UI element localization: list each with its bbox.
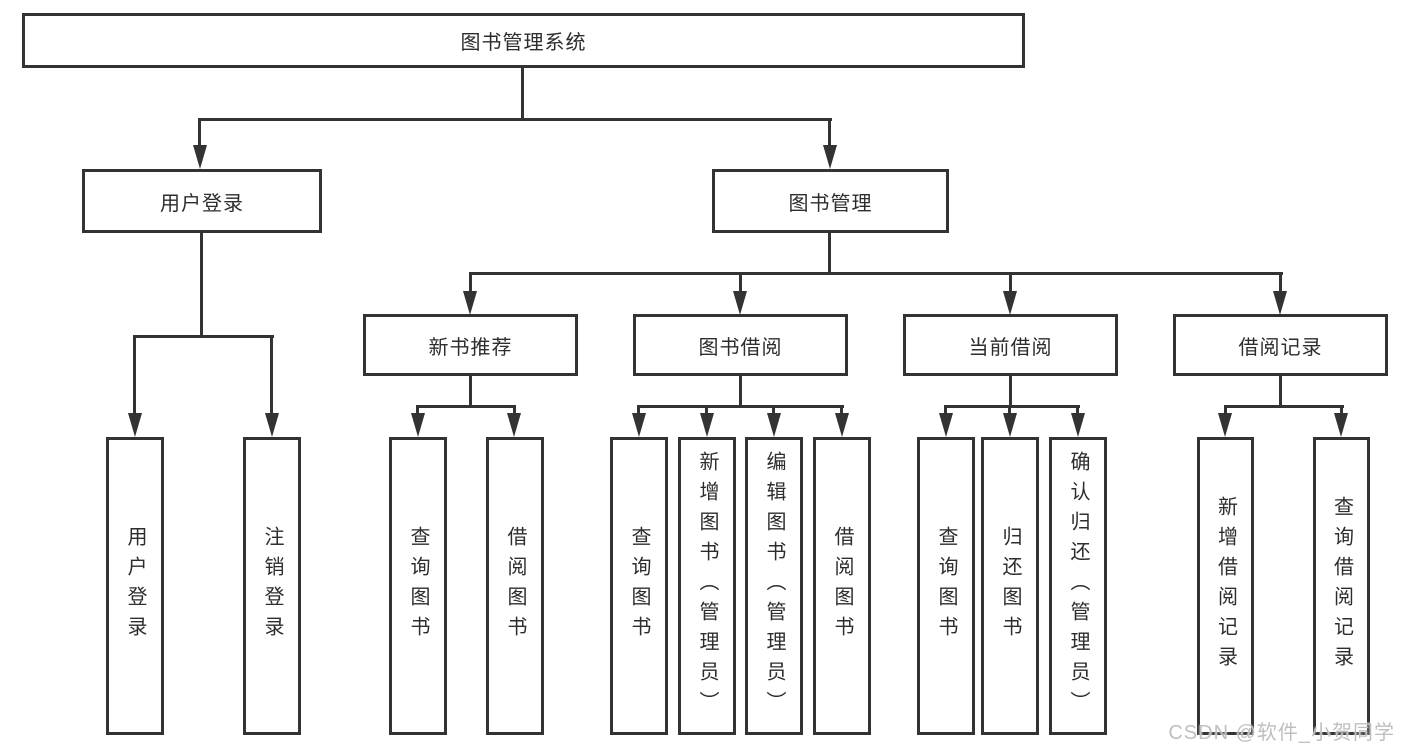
node-book-borrowing: 图书借阅 <box>633 314 848 376</box>
arrow-down-icon <box>767 413 781 437</box>
leaf-borrowing-edit-books-admin: 编辑图书（管理员） <box>745 437 803 735</box>
leaf-records-query-record: 查询借阅记录 <box>1313 437 1370 735</box>
node-new-book-recommend: 新书推荐 <box>363 314 578 376</box>
arrow-down-icon <box>463 291 477 315</box>
connector-leaf-stub <box>1076 405 1079 416</box>
connector-root-drop <box>521 67 524 118</box>
leaf-borrowing-borrow-books: 借阅图书 <box>813 437 871 735</box>
connector-leaf-stub <box>1008 405 1011 416</box>
connector-leaf-stub <box>416 405 419 416</box>
arrow-down-icon <box>1003 413 1017 437</box>
leaf-current-confirm-return-admin: 确认归还（管理员） <box>1049 437 1107 735</box>
connector-leaf-stub <box>513 405 516 416</box>
arrow-down-icon <box>733 291 747 315</box>
leaf-label: 借阅图书 <box>504 526 526 646</box>
node-book-management: 图书管理 <box>712 169 949 233</box>
connector-level3-stub <box>1009 272 1012 293</box>
arrow-down-icon <box>700 413 714 437</box>
arrow-down-icon <box>1273 291 1287 315</box>
leaf-current-query-books: 查询图书 <box>917 437 975 735</box>
arrow-down-icon <box>1218 413 1232 437</box>
arrow-down-icon <box>1334 413 1348 437</box>
leaf-user-login: 用户登录 <box>106 437 164 735</box>
leaf-label: 新增图书（管理员） <box>696 451 718 721</box>
connector-leaf-stub <box>1340 405 1343 416</box>
arrow-down-icon <box>265 413 279 437</box>
connector-leaf-stub <box>772 405 775 416</box>
connector-records-drop <box>1279 376 1282 407</box>
connector-user-login-branch <box>133 335 274 338</box>
leaf-label: 确认归还（管理员） <box>1067 451 1089 721</box>
leaf-label: 用户登录 <box>124 526 146 646</box>
connector-leaf-stub <box>270 335 273 415</box>
arrow-down-icon <box>507 413 521 437</box>
connector-level3-stub <box>1279 272 1282 293</box>
arrow-down-icon <box>128 413 142 437</box>
arrow-down-icon <box>939 413 953 437</box>
connector-level2-branch <box>198 118 832 121</box>
connector-book-mgmt-stub <box>828 118 831 147</box>
node-borrowing-records: 借阅记录 <box>1173 314 1388 376</box>
leaf-label: 查询借阅记录 <box>1330 496 1353 676</box>
leaf-label: 查询图书 <box>935 526 957 646</box>
leaf-label: 注销登录 <box>261 526 283 646</box>
connector-leaf-stub <box>637 405 640 416</box>
connector-level3-stub <box>469 272 472 293</box>
connector-user-login-stub <box>198 118 201 147</box>
connector-leaf-stub <box>1224 405 1227 416</box>
connector-recommend-drop <box>469 376 472 407</box>
leaf-label: 查询图书 <box>407 526 429 646</box>
connector-level3-branch <box>469 272 1283 275</box>
leaf-recommend-borrow-books: 借阅图书 <box>486 437 544 735</box>
arrow-down-icon <box>193 145 207 169</box>
arrow-down-icon <box>632 413 646 437</box>
connector-records-branch <box>1224 405 1344 408</box>
connector-current-drop <box>1009 376 1012 407</box>
connector-level3-stub <box>739 272 742 293</box>
leaf-label: 编辑图书（管理员） <box>763 451 785 721</box>
node-current-borrowing: 当前借阅 <box>903 314 1118 376</box>
leaf-current-return-books: 归还图书 <box>981 437 1039 735</box>
csdn-watermark: CSDN @软件_小贺同学 <box>1168 722 1395 744</box>
arrow-down-icon <box>823 145 837 169</box>
leaf-borrowing-add-books-admin: 新增图书（管理员） <box>678 437 736 735</box>
connector-leaf-stub <box>705 405 708 416</box>
arrow-down-icon <box>835 413 849 437</box>
leaf-logout: 注销登录 <box>243 437 301 735</box>
arrow-down-icon <box>1071 413 1085 437</box>
leaf-records-add-record: 新增借阅记录 <box>1197 437 1254 735</box>
connector-recommend-branch <box>416 405 516 408</box>
connector-leaf-stub <box>944 405 947 416</box>
connector-borrowing-drop <box>739 376 742 407</box>
leaf-label: 归还图书 <box>999 526 1021 646</box>
leaf-label: 借阅图书 <box>831 526 853 646</box>
leaf-recommend-query-books: 查询图书 <box>389 437 447 735</box>
arrow-down-icon <box>1003 291 1017 315</box>
connector-borrowing-branch <box>637 405 844 408</box>
leaf-label: 新增借阅记录 <box>1214 496 1237 676</box>
arrow-down-icon <box>411 413 425 437</box>
connector-book-mgmt-drop <box>828 233 831 274</box>
connector-user-login-drop <box>200 233 203 336</box>
connector-current-branch <box>944 405 1080 408</box>
connector-leaf-stub <box>133 335 136 415</box>
connector-leaf-stub <box>840 405 843 416</box>
leaf-label: 查询图书 <box>628 526 650 646</box>
node-library-management-system: 图书管理系统 <box>22 13 1025 68</box>
leaf-borrowing-query-books: 查询图书 <box>610 437 668 735</box>
node-user-login: 用户登录 <box>82 169 322 233</box>
